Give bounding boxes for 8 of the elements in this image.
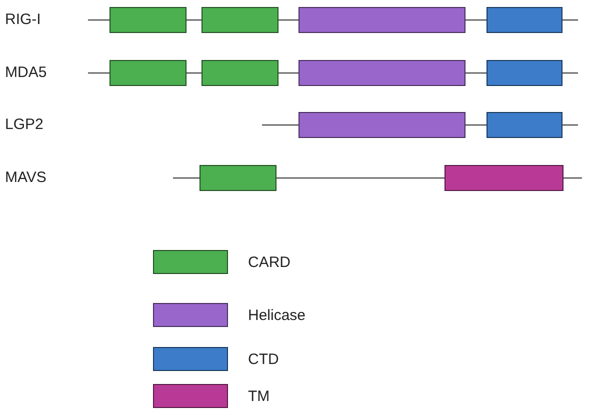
protein-name: LGP2 [5, 117, 44, 132]
legend-label: TM [248, 389, 270, 404]
legend-label: CARD [248, 255, 291, 270]
protein-name: MDA5 [5, 65, 47, 80]
protein-name: MAVS [5, 170, 46, 185]
legend-label: Helicase [248, 308, 306, 323]
legend-label: CTD [248, 352, 279, 367]
protein-name: RIG-I [5, 12, 41, 27]
